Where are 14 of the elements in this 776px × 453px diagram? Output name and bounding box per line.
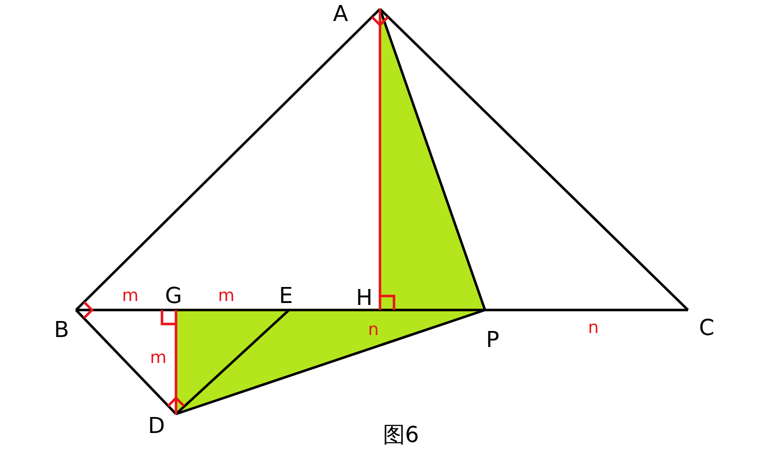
point-label: B: [54, 320, 70, 342]
point-label: D: [148, 416, 165, 438]
length-label: m: [218, 288, 235, 305]
point-label: A: [333, 4, 348, 26]
figure-caption: 图6: [383, 425, 419, 447]
point-label: C: [699, 318, 714, 340]
point-label: H: [356, 288, 373, 310]
length-label: m: [122, 288, 139, 305]
length-label: n: [588, 320, 599, 337]
point-label: E: [279, 286, 293, 308]
length-label: m: [150, 350, 167, 367]
point-label: P: [486, 330, 500, 352]
point-label: G: [165, 286, 182, 308]
length-label: n: [368, 322, 379, 339]
